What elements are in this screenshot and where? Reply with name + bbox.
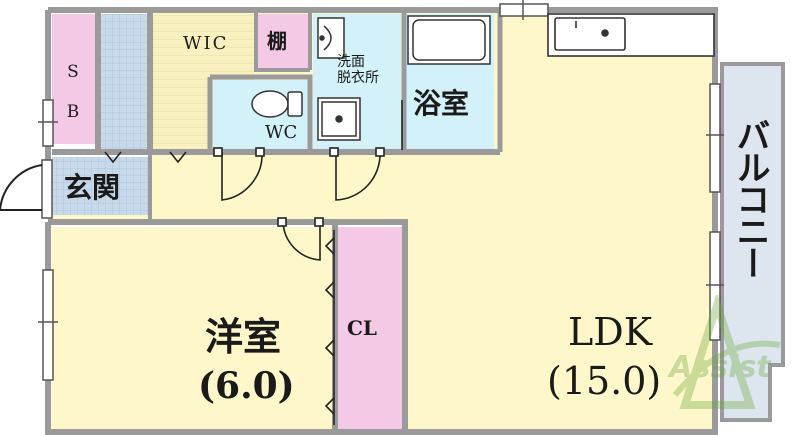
room-label-balcony: バルコニー: [730, 118, 770, 278]
toilet: [251, 90, 303, 118]
room-label-sb: S B: [63, 62, 83, 122]
kitchen-counter: [547, 13, 715, 57]
room-size-western: (6.0): [198, 365, 295, 407]
room-label-bath: 浴室: [413, 87, 470, 120]
room-label-wc: WC: [265, 122, 298, 143]
sb-storage: [52, 14, 97, 144]
room-size-ldk: (15.0): [547, 359, 662, 403]
windows: [38, 0, 724, 381]
western-room-floor: [52, 227, 335, 430]
tile-corridor: [100, 14, 148, 154]
entrance-floor: [52, 157, 150, 215]
room-label-shelf: 棚: [267, 29, 287, 53]
room-label-wic: WIC: [183, 33, 229, 54]
room-label-entrance: 玄関: [64, 171, 121, 204]
closet-floor: [338, 227, 402, 430]
washing-machine-pan: [317, 97, 361, 141]
shelf: [258, 14, 310, 70]
interior-doors: [104, 100, 403, 261]
entrance-door: [0, 159, 53, 219]
wash-basin: [317, 17, 345, 59]
room-label-washroom: 洗面 脱衣所: [337, 54, 379, 87]
assist-logo-watermark: Assist: [667, 295, 781, 409]
balcony-area: [720, 62, 785, 422]
closet-doors: [324, 230, 335, 425]
bathtub: [407, 15, 491, 65]
room-label-closet: CL: [347, 316, 377, 340]
watermark-text: Assist: [667, 350, 772, 385]
room-label-western: 洋室: [205, 314, 282, 359]
room-label-ldk: LDK: [568, 310, 653, 354]
